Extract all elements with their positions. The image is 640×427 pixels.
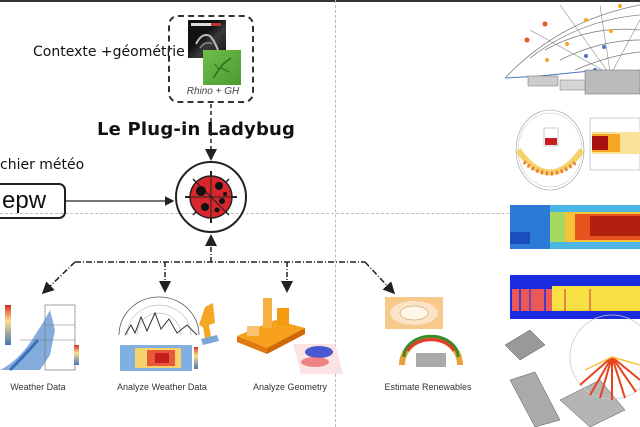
sun-path-3d-thumbnail [505,4,640,95]
arrow-to-renewables [364,261,396,295]
annual-heatmap-thumbnail [510,205,640,249]
psychrometric-chart-thumbnail [0,304,79,372]
output-caption-analyze-weather-data: Analyze Weather Data [117,382,207,392]
epw-file-box: epw [0,183,66,219]
sun-path-radiation-thumbnail [515,109,640,191]
annual-sunlight-heatmap-thumbnail [510,275,640,319]
ladybug-icon [185,171,237,223]
example-images-panel [505,4,640,427]
context-label: Contexte +géométrie [33,44,185,60]
output-caption-analyze-geometry: Analyze Geometry [252,382,328,392]
output-caption-estimate-renewables: Estimate Renewables [384,382,472,392]
plugin-title: Le Plug-in Ladybug [97,119,296,140]
sky-dome-thumbnail [118,296,219,371]
weather-file-label: chier météo [0,157,85,173]
wind-rose-site-thumbnail [505,314,640,427]
output-caption-weather-data: Weather Data [10,382,66,392]
renewables-thumbnail [385,297,463,367]
geometry-analysis-thumbnail [237,298,343,374]
grasshopper-icon [203,50,241,85]
top-rule [0,0,640,2]
rhino-gh-caption: Rhino + GH [186,86,240,97]
ladybug-hub [175,161,247,233]
guide-line-horizontal [0,213,640,214]
arrow-to-weather-data [41,261,76,295]
epw-label: epw [2,187,47,214]
rhino-gh-box [168,15,254,103]
